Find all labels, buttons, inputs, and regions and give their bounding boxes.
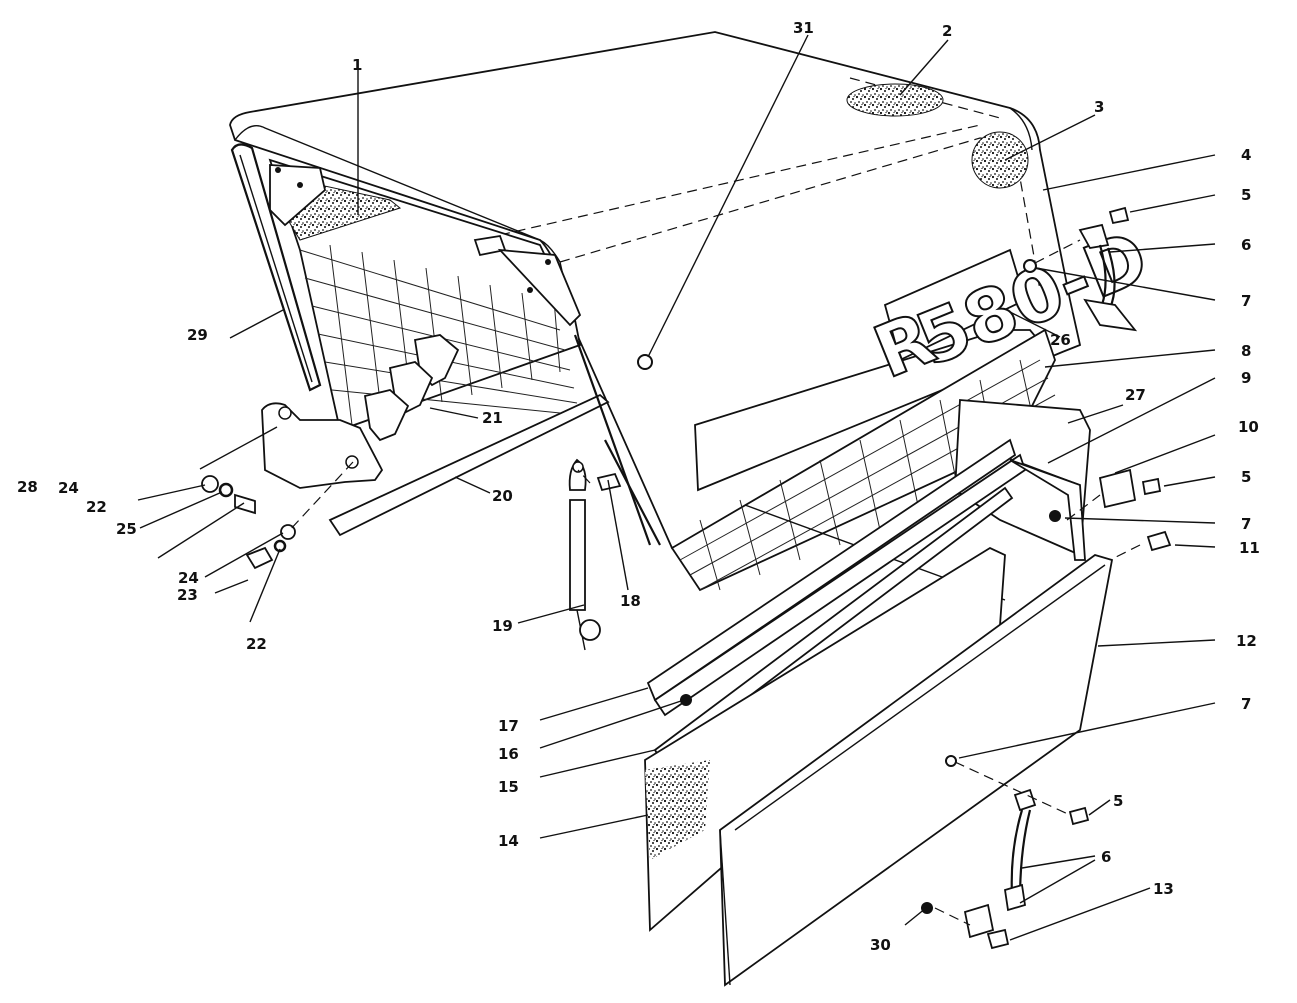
callout-20: 20: [492, 487, 513, 505]
hinge-6-upper: [1023, 206, 1138, 332]
hardware-set: [201, 475, 296, 570]
callout-29: 29: [187, 326, 208, 344]
insulation-pad-2: [846, 83, 944, 117]
bolt-11: [1146, 530, 1172, 552]
bracket-10: [1098, 468, 1162, 509]
frame-9: [1009, 459, 1086, 561]
callout-3: 3: [1094, 98, 1104, 116]
callout-21: 21: [482, 409, 503, 427]
bottom-strip-20: [328, 393, 610, 537]
channel-17: [646, 438, 1027, 717]
callout-9: 9: [1241, 369, 1251, 387]
callout-22-lower: 22: [246, 635, 267, 653]
brackets-21: [363, 334, 460, 442]
callout-10: 10: [1238, 418, 1259, 436]
callout-14: 14: [498, 832, 519, 850]
callout-24-upper: 24: [58, 479, 79, 497]
callout-4: 4: [1241, 146, 1251, 164]
nut-30: [921, 902, 933, 914]
callout-12: 12: [1236, 632, 1257, 650]
callout-19: 19: [492, 617, 513, 635]
callout-5-upper: 5: [1241, 186, 1251, 204]
hinge-bracket-28: [261, 402, 384, 489]
callout-18: 18: [620, 592, 641, 610]
rubber-seal-29: [230, 143, 322, 392]
leader-lines: [137, 34, 1216, 941]
nut-31: [637, 354, 653, 370]
callout-1: 1: [352, 56, 362, 74]
callout-labels: 1 2 3 4 5 6 7 8 9 10 5 7 11 12 7 5 6 13 …: [17, 19, 1260, 954]
callout-24-lower: 24: [178, 569, 199, 587]
callout-5-middle: 5: [1241, 468, 1251, 486]
callout-22-upper: 22: [86, 498, 107, 516]
callout-7-lower: 7: [1241, 695, 1251, 713]
callout-31: 31: [793, 19, 814, 37]
insulation-pad-3: [971, 131, 1029, 189]
callout-27: 27: [1125, 386, 1146, 404]
callout-16: 16: [498, 745, 519, 763]
callout-26: 26: [1050, 331, 1071, 349]
callout-17: 17: [498, 717, 519, 735]
nut-16: [680, 694, 692, 706]
callout-28: 28: [17, 478, 38, 496]
callout-7-upper: 7: [1241, 292, 1251, 310]
hinge-6-lower: [921, 755, 1090, 950]
callout-2: 2: [942, 22, 952, 40]
gas-strut-19: [568, 458, 601, 651]
callout-6-lower: 6: [1101, 848, 1111, 866]
callout-11: 11: [1239, 539, 1260, 557]
callout-6-upper: 6: [1241, 236, 1251, 254]
door-panel-12: [719, 554, 1114, 987]
callout-25: 25: [116, 520, 137, 538]
callout-15: 15: [498, 778, 519, 796]
callout-5-lower: 5: [1113, 792, 1123, 810]
callout-7-middle: 7: [1241, 515, 1251, 533]
callout-13: 13: [1153, 880, 1174, 898]
front-screen: [268, 158, 582, 432]
callout-8: 8: [1241, 342, 1251, 360]
callout-30: 30: [870, 936, 891, 954]
callout-23: 23: [177, 586, 198, 604]
